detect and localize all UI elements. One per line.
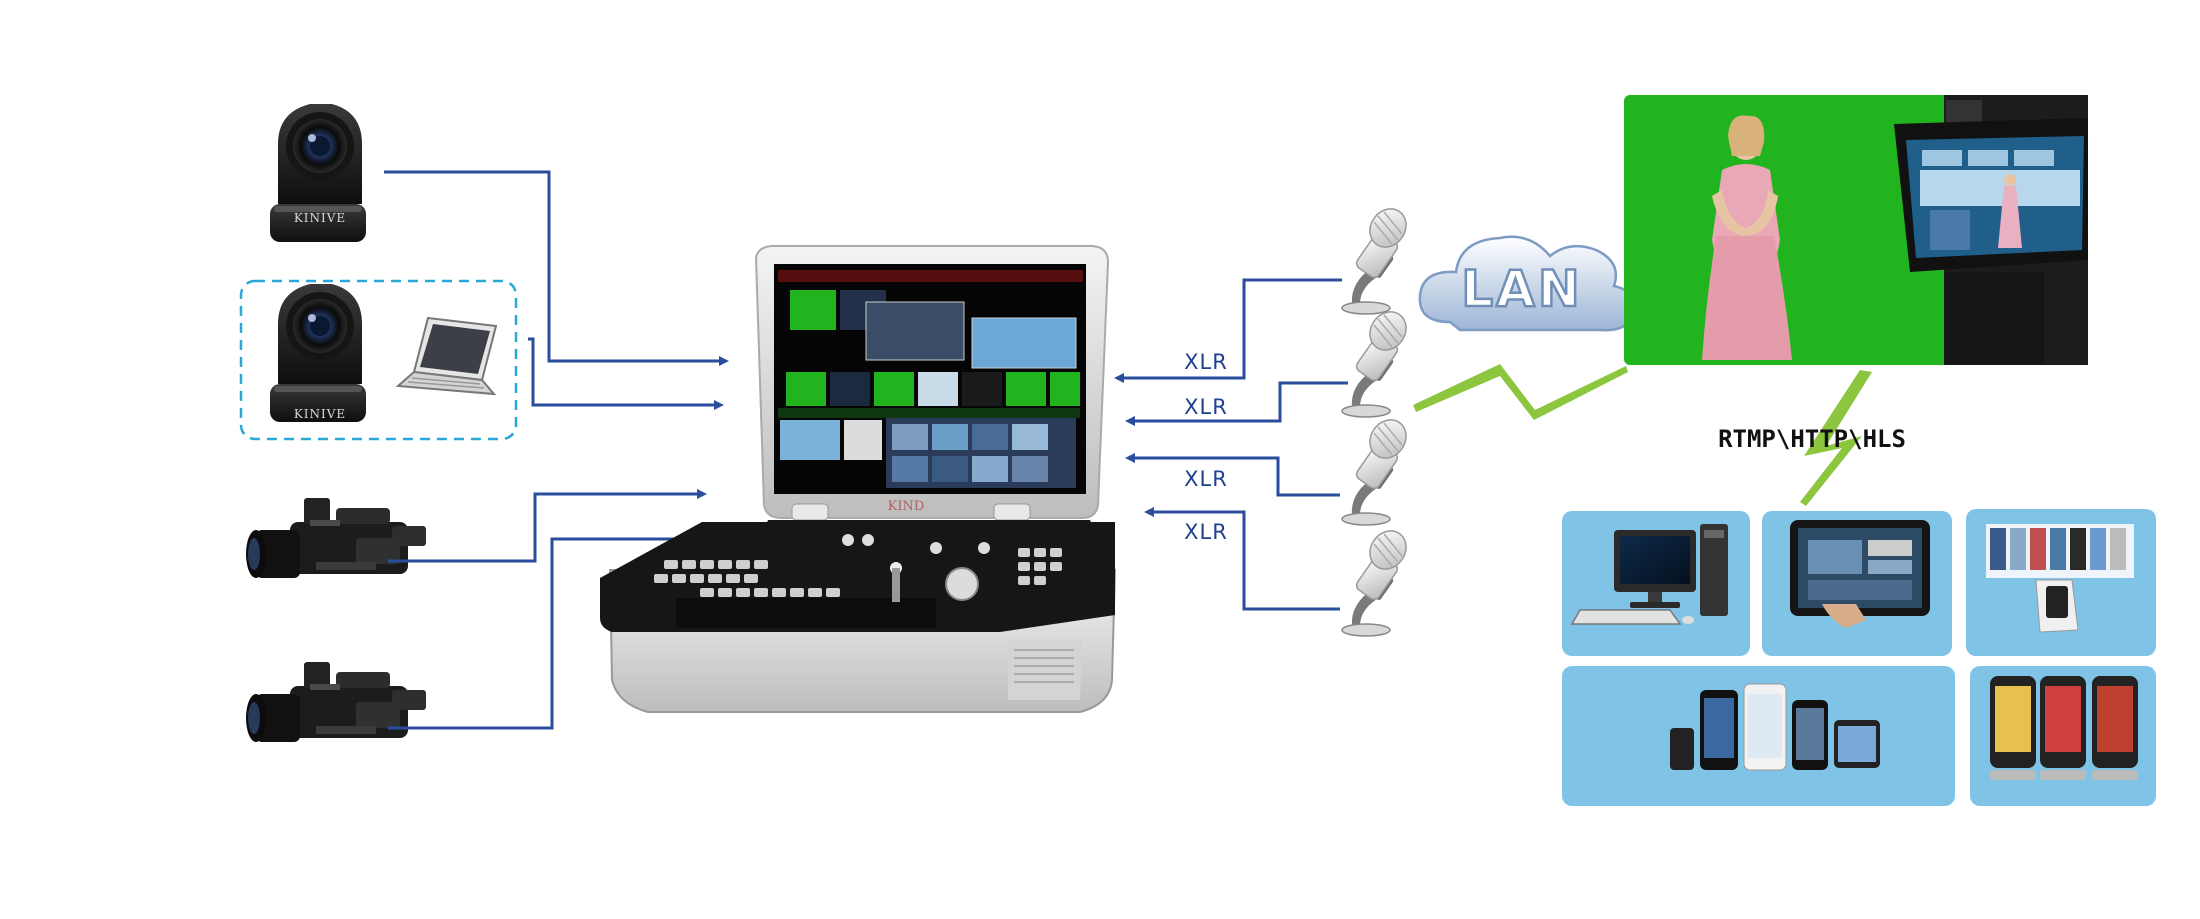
ptz-camera-2: KINIVE [270,284,366,422]
microphone-icon-2 [1341,304,1415,418]
lan-cloud-icon: LAN [1418,235,1637,332]
wireless-links [1413,364,1872,506]
connector-mic-4 [1144,507,1340,611]
microphone-icon-1 [1341,201,1415,315]
camcorder-icon-1 [246,498,426,578]
ptz-camera-1: KINIVE [270,104,366,242]
microphone-icon-4 [1341,523,1415,637]
xlr-label-1: XLR [1184,350,1228,374]
wireless-link-output [1800,370,1872,506]
microphone-icon-3 [1341,412,1415,526]
stream-protocols-label: RTMP\HTTP\HLS [1718,425,1906,453]
xlr-label-4: XLR [1184,520,1228,544]
tablet-icon [1790,520,1930,628]
xlr-label-3: XLR [1184,467,1228,491]
audio-connectors [1114,278,1348,611]
connector-ptz-1 [384,170,729,366]
output-devices [1562,509,2156,806]
connector-mic-1 [1114,278,1342,383]
desktop-pc-icon [1570,524,1728,625]
smartphone-icon-hand [1986,524,2134,633]
connector-mic-2 [1125,381,1348,426]
laptop-icon [395,316,498,396]
wireless-link-lan [1413,364,1628,420]
ptz-camera-1-brand: KINIVE [294,211,346,225]
switcher-logo: KIND [888,499,925,514]
portable-switcher-icon: KIND [600,245,1117,713]
android-phones-icon [1990,676,2138,780]
camera-laptop-group [239,279,518,441]
camcorder-icon-2 [246,662,426,742]
smartphone-icon-group [1670,683,1880,771]
connector-camcorder-1 [388,489,707,563]
connector-ptz-2 [528,337,724,410]
xlr-label-2: XLR [1184,395,1228,419]
connector-mic-3 [1125,453,1340,497]
greenscreen-studio-photo [1624,95,2088,365]
ptz-camera-2-brand: KINIVE [294,407,346,421]
lan-label: LAN [1461,260,1582,318]
connector-camcorder-2 [388,534,694,730]
input-connectors [384,170,729,730]
